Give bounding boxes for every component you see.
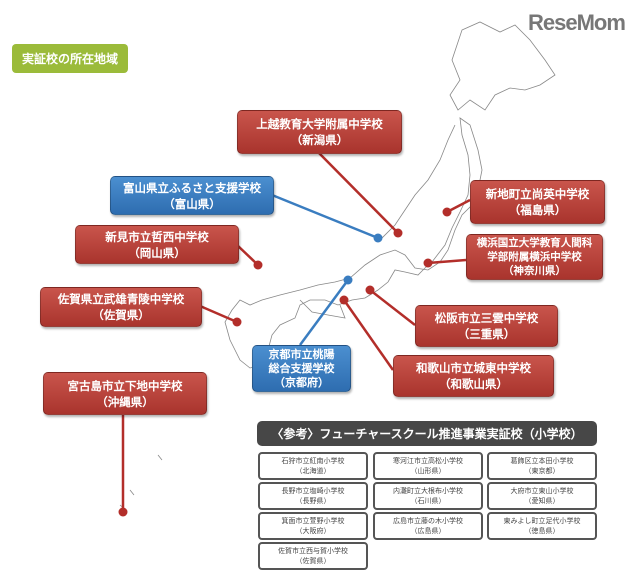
line-saga: [199, 304, 238, 324]
reference-school-pref: （徳島県）: [524, 527, 560, 535]
reference-school-pref: （大阪府）: [295, 527, 331, 535]
dot-joetsu: [393, 228, 403, 238]
school-box-matsusaka: 松阪市立三雲中学校 （三重県）: [415, 305, 558, 347]
dot-toyama: [373, 233, 383, 243]
school-box-kyoto: 京都市立桃陽総合支援学校（京都府）: [252, 345, 351, 392]
school-name: 横浜国立大学教育人間科学部附属横浜中学校: [476, 237, 593, 263]
reference-school-cell: 内灘町立大根布小学校 （石川県）: [373, 482, 483, 510]
line-matsusaka: [369, 289, 416, 326]
reference-school-pref: （石川県）: [410, 497, 446, 505]
school-pref: （新潟県）: [290, 133, 349, 147]
blue-connector-lines: [271, 193, 379, 346]
reference-school-pref: （愛知県）: [524, 497, 560, 505]
school-box-miyakojima: 宮古島市立下地中学校（沖縄県）: [43, 372, 207, 415]
reference-school-pref: （長野県）: [295, 497, 331, 505]
school-name: 上越教育大学附属中学校: [256, 117, 383, 131]
school-box-wakayama: 和歌山市立城東中学校 （和歌山県）: [393, 355, 554, 397]
dot-saga: [232, 317, 242, 327]
reference-school-pref: （広島県）: [410, 527, 446, 535]
dot-wakayama: [339, 295, 349, 305]
reference-school-name: 箕面市立萱野小学校: [281, 517, 345, 525]
school-name: 新見市立哲西中学校: [105, 229, 209, 244]
reference-school-cell: 東みよし町立足代小学校 （徳島県）: [487, 512, 597, 540]
section-title: 実証校の所在地域: [12, 44, 128, 73]
dot-miyakojima: [118, 507, 128, 517]
school-pref: （福島県）: [508, 203, 567, 217]
resemom-logo: ReseMom: [528, 10, 626, 35]
reference-school-cell: 広島市立藤の木小学校 （広島県）: [373, 512, 483, 540]
school-name: 新地町立尚英中学校: [485, 187, 590, 201]
reference-school-cell: 箕面市立萱野小学校 （大阪府）: [258, 512, 368, 540]
reference-school-cell: 佐賀市立西与賀小学校 （佐賀県）: [258, 542, 368, 570]
school-box-yokohama: 横浜国立大学教育人間科学部附属横浜中学校 （神奈川県）: [466, 234, 603, 280]
school-name: 富山県立ふるさと支援学校: [123, 180, 261, 195]
school-pref: （三重県）: [457, 327, 516, 341]
school-pref: （岡山県）: [128, 245, 186, 260]
school-box-toyama: 富山県立ふるさと支援学校（富山県）: [110, 176, 274, 215]
line-yokohama: [427, 258, 467, 265]
reference-school-name: 石狩市立紅南小学校: [281, 457, 345, 465]
reference-school-cell: 石狩市立紅南小学校 （北海道）: [258, 452, 368, 480]
school-box-joetsu: 上越教育大学附属中学校 （新潟県）: [237, 110, 402, 154]
school-pref: （沖縄県）: [96, 394, 154, 409]
school-name: 京都市立桃陽総合支援学校: [268, 347, 335, 375]
reference-header: 〈参考〉フューチャースクール推進事業実証校（小学校）: [257, 421, 597, 446]
reference-school-name: 葛飾区立本田小学校: [510, 457, 574, 465]
dot-yokohama: [423, 258, 433, 268]
reference-school-name: 寒河江市立高松小学校: [393, 457, 463, 465]
dot-kyoto: [343, 275, 353, 285]
school-pref: （神奈川県）: [503, 265, 566, 277]
reference-school-name: 大府市立東山小学校: [510, 487, 574, 495]
line-kyoto: [298, 279, 350, 346]
reference-school-name: 佐賀市立西与賀小学校: [278, 547, 348, 555]
reference-school-cell: 葛飾区立本田小学校 （東京都）: [487, 452, 597, 480]
school-box-niimi: 新見市立哲西中学校（岡山県）: [75, 225, 239, 264]
reference-school-pref: （山形県）: [410, 467, 446, 475]
school-pref: （京都府）: [274, 375, 329, 389]
line-joetsu: [317, 151, 399, 234]
line-wakayama: [342, 299, 395, 371]
school-box-shinchi: 新地町立尚英中学校 （福島県）: [470, 180, 605, 224]
connector-lines: [121, 151, 471, 512]
reference-school-pref: （北海道）: [295, 467, 331, 475]
reference-school-name: 長野市立塩崎小学校: [281, 487, 345, 495]
school-name: 佐賀県立武雄青陵中学校: [57, 292, 185, 306]
school-pref: （和歌山県）: [439, 377, 508, 391]
school-box-saga: 佐賀県立武雄青陵中学校 （佐賀県）: [40, 287, 202, 327]
school-name: 松阪市立三雲中学校: [434, 311, 539, 325]
dot-shinchi: [442, 207, 452, 217]
line-niimi: [236, 244, 259, 266]
reference-school-name: 内灘町立大根布小学校: [393, 487, 463, 495]
reference-school-cell: 大府市立東山小学校 （愛知県）: [487, 482, 597, 510]
location-dots: [118, 207, 452, 517]
reference-school-cell: 長野市立塩崎小学校 （長野県）: [258, 482, 368, 510]
reference-school-name: 広島市立藤の木小学校: [393, 517, 463, 525]
school-pref: （佐賀県）: [92, 308, 150, 322]
dot-niimi: [253, 260, 263, 270]
reference-school-name: 東みよし町立足代小学校: [503, 517, 581, 525]
school-name: 和歌山市立城東中学校: [416, 361, 531, 375]
school-name: 宮古島市立下地中学校: [67, 378, 183, 393]
line-toyama: [271, 193, 379, 240]
school-pref: （富山県）: [163, 196, 221, 211]
reference-school-cell: 寒河江市立高松小学校 （山形県）: [373, 452, 483, 480]
dot-matsusaka: [365, 285, 375, 295]
reference-school-pref: （東京都）: [524, 467, 560, 475]
reference-school-pref: （佐賀県）: [295, 557, 331, 565]
